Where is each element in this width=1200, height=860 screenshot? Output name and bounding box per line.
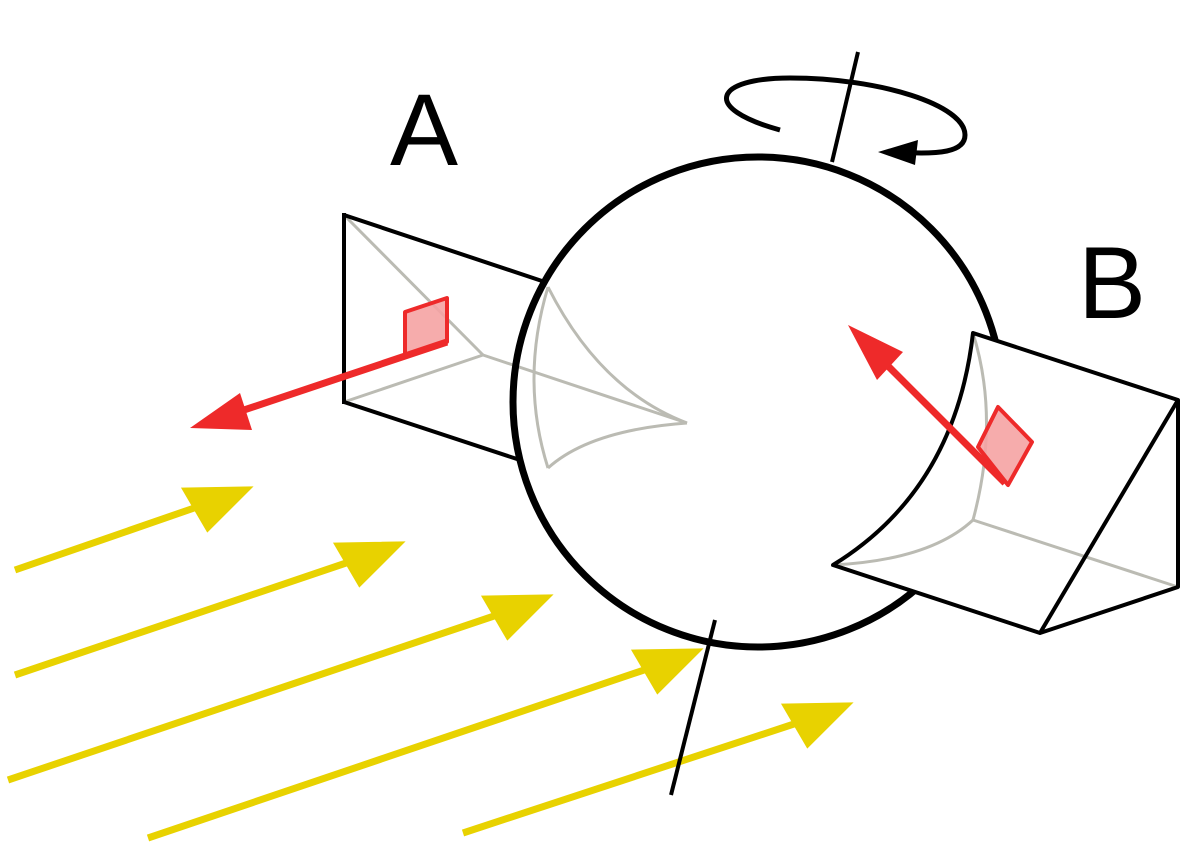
surface-patch-b <box>976 405 1034 487</box>
facet-a <box>190 213 688 470</box>
sunlight-arrows <box>6 486 854 842</box>
sunlight-arrow-icon <box>6 610 502 784</box>
sunlight-arrow-icon <box>13 502 202 574</box>
sunlight-arrow-icon <box>461 718 802 837</box>
thrust-arrow-icon <box>190 338 449 430</box>
facet-b <box>831 325 1180 635</box>
rotation-axis <box>669 51 860 796</box>
thrust-arrow-icon <box>848 325 1008 486</box>
sunlight-arrow-icon <box>146 664 652 842</box>
rotation-arrow-icon <box>724 75 968 165</box>
sunlight-arrow-icon <box>13 557 354 679</box>
label-b: B <box>1078 226 1146 340</box>
label-a: A <box>390 73 458 187</box>
